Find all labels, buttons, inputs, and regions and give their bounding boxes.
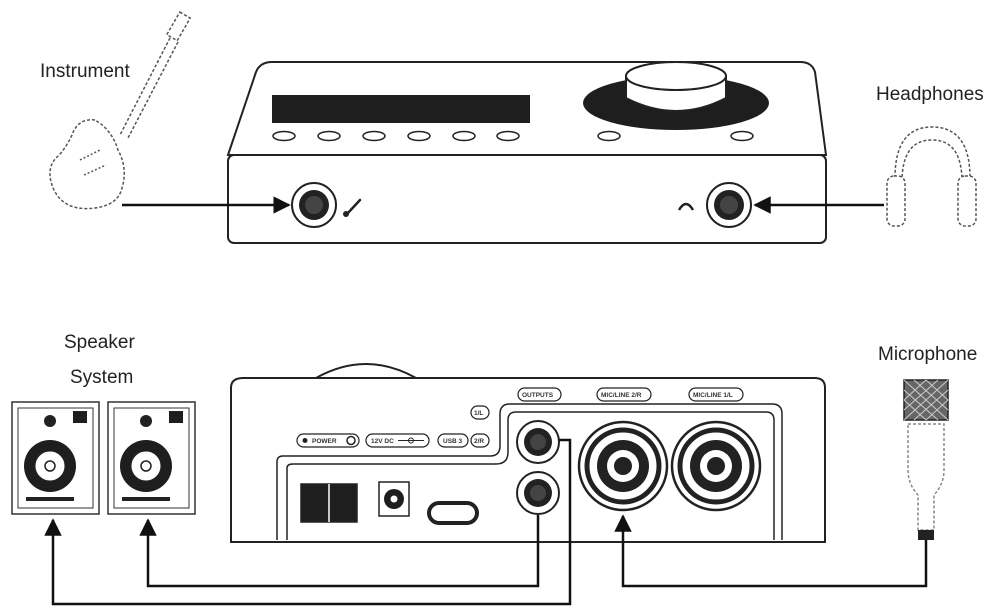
interface-rear-view: POWER 12V DC USB 3 1/L 2/R OUTPUTS MIC/L… [230, 363, 826, 543]
output-2r-label: 2/R [474, 438, 484, 445]
usb-c-port [427, 501, 479, 525]
interface-front-view [226, 61, 828, 244]
power-label: POWER [312, 438, 337, 445]
mic-line-2r-combo-jack [577, 420, 669, 512]
volume-knob [583, 61, 769, 130]
headphones-icon-large [886, 126, 977, 227]
microphone-icon [903, 379, 949, 540]
headphones-label: Headphones [876, 84, 984, 105]
dc-power-jack [378, 481, 410, 517]
mic-line-1l-combo-jack [670, 420, 762, 512]
headphone-output-jack [706, 182, 752, 228]
instrument-input-jack [291, 182, 337, 228]
microphone-to-input-cable [614, 514, 928, 588]
speaker-left-icon [11, 401, 100, 515]
output-2r-to-right-speaker-cable [139, 515, 540, 588]
usb-label: USB 3 [443, 438, 463, 445]
outputs-label: OUTPUTS [522, 392, 554, 399]
guitar-icon-large [49, 11, 192, 210]
headphones-small-icon [677, 202, 695, 211]
speaker-right-icon [107, 401, 196, 515]
output-1l-jack [516, 420, 560, 464]
micline-2r-label: MIC/LINE 2/R [601, 392, 642, 399]
output-1l-label: 1/L [474, 410, 483, 417]
instrument-label: Instrument [40, 61, 130, 82]
micline-1l-label: MIC/LINE 1/L [693, 392, 733, 399]
output-2r-jack [516, 471, 560, 515]
microphone-label: Microphone [878, 344, 977, 365]
front-display [272, 95, 530, 123]
front-buttons [272, 130, 754, 142]
speaker-label-line1: Speaker [64, 332, 135, 353]
guitar-icon [345, 198, 362, 216]
output-1l-to-left-speaker-cable [44, 438, 572, 606]
dc-input-label: 12V DC [371, 438, 394, 445]
speaker-label-line2: System [70, 367, 133, 388]
